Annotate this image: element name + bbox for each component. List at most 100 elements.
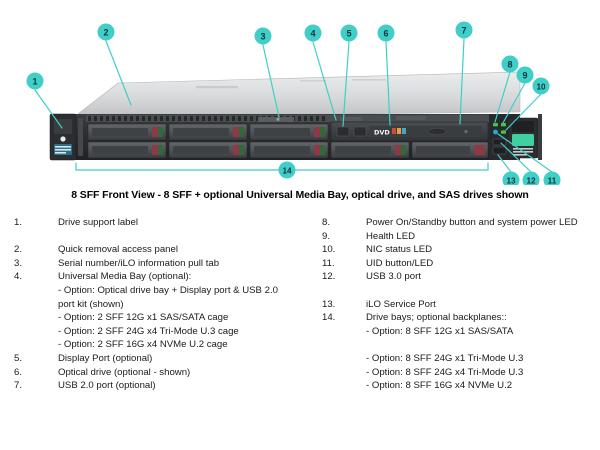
legend-column-left: 1. Drive support label 2. Quick removal … bbox=[14, 216, 304, 393]
legend-item: 5. Display Port (optional) bbox=[14, 352, 304, 366]
ilo-service-port bbox=[492, 146, 507, 155]
legend-item: 11. UID button/LED bbox=[322, 257, 600, 271]
uid-button-led[interactable] bbox=[493, 129, 498, 135]
callout-7: 7 bbox=[455, 21, 473, 39]
legend-text: iLO Service Port bbox=[366, 298, 436, 310]
serial-number-pull-tab bbox=[258, 117, 294, 122]
legend-column-right: 8. Power On/Standby button and system po… bbox=[322, 216, 600, 393]
callout-10: 10 bbox=[532, 77, 550, 95]
legend-number: 10. bbox=[322, 244, 336, 256]
chassis-top-lid bbox=[73, 71, 521, 118]
drive-bay bbox=[249, 123, 329, 141]
legend-sub-item: - Option: 8 SFF 16G x4 NVMe U.2 bbox=[322, 379, 600, 393]
callout-label: 3 bbox=[260, 32, 265, 42]
legend-item: 1. Drive support label bbox=[14, 216, 304, 230]
legend-sub-item: - Option: 8 SFF 12G x1 SAS/SATA bbox=[322, 325, 600, 339]
legend-text: - Option: 8 SFF 24G x4 Tri-Mode U.3 bbox=[366, 366, 524, 378]
drive-bay bbox=[249, 141, 329, 159]
legend-number: 2. bbox=[14, 244, 23, 256]
drive-bay bbox=[168, 123, 248, 141]
legend-text: - Option: 2 SFF 16G x4 NVMe U.2 cage bbox=[58, 339, 228, 351]
callout-2: 2 bbox=[97, 23, 115, 41]
legend-text: Universal Media Bay (optional): bbox=[58, 271, 192, 283]
legend-text: - Option: 8 SFF 12G x1 SAS/SATA bbox=[366, 325, 514, 337]
usb-3-port bbox=[492, 138, 507, 146]
callout-label: 1 bbox=[32, 77, 37, 87]
drive-support-label bbox=[49, 113, 77, 161]
legend-sub-item: - Option: 2 SFF 12G x1 SAS/SATA cage bbox=[14, 311, 304, 325]
callout-label: 8 bbox=[507, 60, 512, 70]
health-led bbox=[493, 123, 498, 127]
chassis-right-edge bbox=[538, 114, 542, 160]
callout-12: 12 bbox=[522, 171, 540, 185]
legend-item: 14. Drive bays; optional backplanes:: bbox=[322, 311, 600, 325]
callout-1: 1 bbox=[26, 72, 44, 90]
drive-bay bbox=[87, 141, 167, 159]
status-led bbox=[501, 130, 506, 134]
legend-text: - Option: 2 SFF 24G x4 Tri-Mode U.3 cage bbox=[58, 325, 239, 337]
callout-label: 9 bbox=[522, 71, 527, 81]
callout-6: 6 bbox=[377, 24, 395, 42]
legend-item: 3. Serial number/iLO information pull ta… bbox=[14, 257, 304, 271]
legend-sub-item: - Option: 8 SFF 24G x1 Tri-Mode U.3 bbox=[322, 352, 600, 366]
nic-status-led bbox=[501, 123, 506, 127]
usb-2-port bbox=[353, 126, 367, 137]
drive-bay bbox=[330, 141, 410, 159]
lid-marking bbox=[300, 80, 326, 82]
legend-text: Serial number/iLO information pull tab bbox=[58, 257, 220, 269]
drive-bay bbox=[87, 123, 167, 141]
legend-text: USB 3.0 port bbox=[366, 271, 421, 283]
drive-bays-group bbox=[87, 123, 489, 159]
display-port bbox=[336, 126, 350, 137]
legend-number: 8. bbox=[322, 217, 331, 228]
legend-text: port kit (shown) bbox=[58, 298, 124, 310]
legend-number: 3. bbox=[14, 257, 23, 269]
legend-sub-item: port kit (shown) bbox=[14, 298, 304, 312]
figure-caption: 8 SFF Front View - 8 SFF + optional Univ… bbox=[71, 189, 529, 201]
callout-label: 10 bbox=[536, 83, 546, 92]
legend-number: 4. bbox=[14, 271, 23, 283]
callout-14: 14 bbox=[278, 161, 296, 179]
legend-sub-item: - Option: Optical drive bay + Display po… bbox=[14, 284, 304, 298]
callout-label: 7 bbox=[461, 26, 466, 36]
legend-text: Power On/Standby button and system power… bbox=[366, 217, 578, 228]
legend-text: - Option: Optical drive bay + Display po… bbox=[58, 284, 278, 296]
lid-marking bbox=[196, 86, 238, 89]
legend-text: - Option: 8 SFF 24G x1 Tri-Mode U.3 bbox=[366, 352, 524, 364]
legend-spacer bbox=[14, 230, 304, 244]
legend-number: 14. bbox=[322, 312, 336, 324]
optical-drive: DVD bbox=[370, 126, 482, 137]
legend-number: 11. bbox=[322, 257, 335, 269]
drive-bay bbox=[168, 141, 248, 159]
legend-item: 10. NIC status LED bbox=[322, 243, 600, 257]
callout-label: 14 bbox=[282, 167, 292, 176]
legend-item: 13. iLO Service Port bbox=[322, 298, 600, 312]
legend-text: USB 2.0 port (optional) bbox=[58, 380, 156, 392]
callout-3: 3 bbox=[254, 27, 272, 45]
callout-label: 4 bbox=[310, 29, 315, 39]
legend-item: 9. Health LED bbox=[322, 230, 600, 244]
legend-item: 7. USB 2.0 port (optional) bbox=[14, 379, 304, 393]
callout-13: 13 bbox=[502, 171, 520, 185]
legend-text: - Option: 8 SFF 16G x4 NVMe U.2 bbox=[366, 380, 513, 392]
legend-number: 13. bbox=[322, 298, 336, 310]
legend-number: 1. bbox=[14, 217, 23, 228]
legend-text: Quick removal access panel bbox=[58, 244, 178, 256]
callout-leader-lines bbox=[34, 38, 553, 173]
legend-item: 6. Optical drive (optional - shown) bbox=[14, 366, 304, 380]
legend-spacer bbox=[322, 284, 600, 298]
callout-label: 6 bbox=[383, 29, 388, 39]
legend-text: UID button/LED bbox=[366, 257, 434, 269]
legend-item: 4. Universal Media Bay (optional): bbox=[14, 270, 304, 284]
legend-text: Health LED bbox=[366, 230, 416, 242]
legend-item: 12. USB 3.0 port bbox=[322, 270, 600, 284]
power-standby-button[interactable] bbox=[507, 117, 539, 159]
media-bay-latch bbox=[340, 117, 362, 121]
callout-4: 4 bbox=[304, 24, 322, 42]
server-chassis: DVD bbox=[49, 71, 542, 161]
legend-number: 5. bbox=[14, 352, 23, 364]
callout-9: 9 bbox=[516, 66, 534, 84]
dvd-label: DVD bbox=[374, 129, 390, 137]
universal-media-bay: DVD bbox=[330, 121, 489, 142]
legend-text: Drive support label bbox=[58, 217, 138, 228]
